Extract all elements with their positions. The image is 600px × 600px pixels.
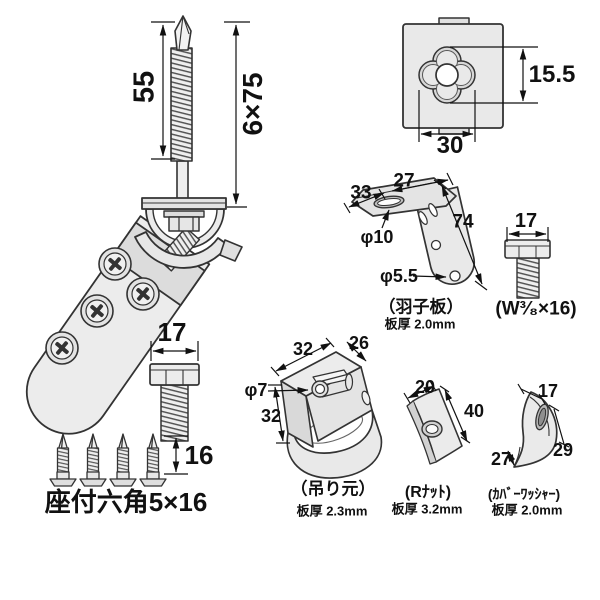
dim-rnut-length: 40 [463, 401, 485, 421]
label-wbolt: (W³⁄₈×16) [495, 298, 577, 320]
label-cover: (ｶﾊﾞｰﾜｯｼｬｰ) [487, 486, 561, 502]
hanger-screw-drawing [170, 15, 193, 210]
dim-washer-hole-span: 15.5 [528, 61, 576, 88]
tsurimoto-drawing [280, 351, 383, 479]
label-screws: 座付六角5×16 [44, 487, 208, 517]
dim-rnut-width: 20 [414, 377, 436, 397]
dimension-lines [150, 21, 570, 475]
dim-cover-top: 17 [537, 381, 559, 401]
swivel-assembly-drawing [134, 197, 243, 272]
dim-wbolt-head-width: 17 [514, 210, 538, 232]
dim-cover-side: 29 [552, 440, 574, 460]
label-cover-thickness: 板厚 2.0mm [491, 502, 563, 518]
dim-screws-length: 16 [184, 440, 214, 470]
phillips-screws [45, 247, 160, 365]
r-nut-drawing [406, 388, 463, 465]
w-bolt-drawing [504, 239, 551, 299]
dim-tsurimoto-top-width: 32 [292, 339, 314, 359]
label-tsurimoto-thickness: 板厚 2.3mm [296, 503, 368, 519]
dim-hanger-spec: 6×75 [237, 72, 268, 136]
dim-cover-bottom: 27 [490, 449, 512, 469]
dim-washer-width: 30 [436, 132, 464, 159]
dim-hexbolt-head-width: 17 [157, 317, 187, 347]
label-hagoita: （羽子板） [378, 297, 464, 317]
label-rnut-thickness: 板厚 3.2mm [391, 501, 463, 517]
label-rnut: (Rﾅｯﾄ) [404, 484, 452, 501]
dim-hagoita-small-hole: φ5.5 [380, 266, 418, 286]
label-hagoita-thickness: 板厚 2.0mm [384, 316, 456, 332]
dim-tsurimoto-side-height: 32 [260, 406, 282, 426]
dim-hanger-thread-length: 55 [128, 70, 161, 104]
dim-hagoita-length: 74 [452, 211, 474, 233]
dim-hagoita-top-width: 27 [393, 170, 415, 192]
hex-bolt-drawing [149, 363, 200, 442]
label-tsurimoto: （吊り元） [290, 479, 376, 499]
square-washer-drawing [402, 17, 504, 135]
dim-hagoita-side-width: 33 [350, 182, 372, 204]
dim-tsurimoto-hole: φ7 [244, 380, 268, 400]
dim-tsurimoto-top-depth: 26 [348, 333, 370, 353]
flanged-screws-drawing [49, 433, 167, 487]
cover-washer-drawing [513, 391, 558, 468]
dim-hagoita-big-hole: φ10 [360, 227, 394, 247]
